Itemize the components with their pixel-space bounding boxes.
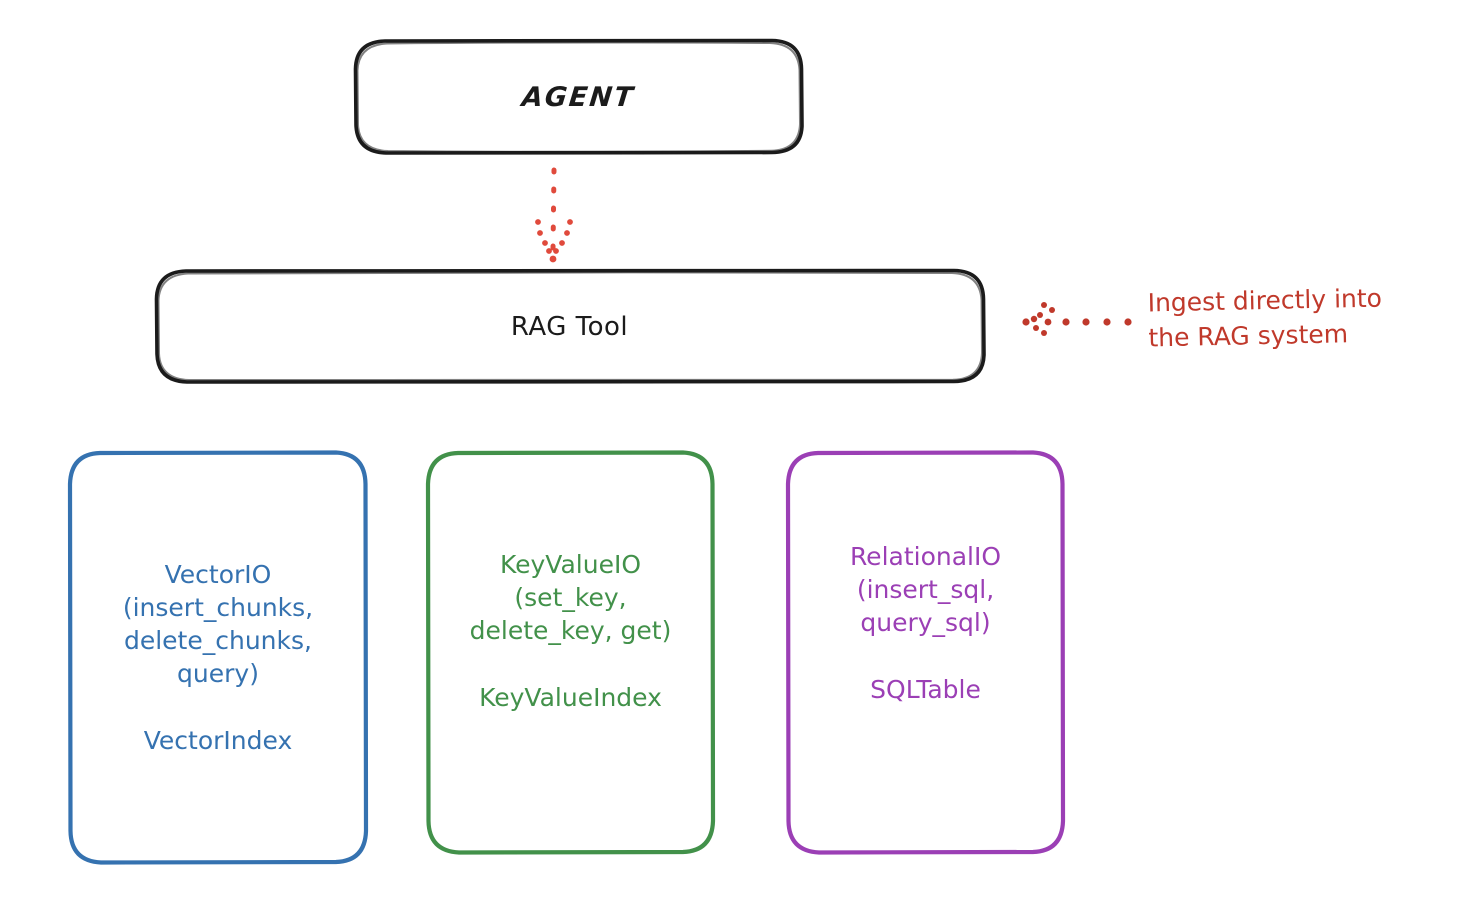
vector-io-signature: VectorIO (insert_chunks, delete_chunks, … [122, 560, 314, 688]
relational-io-index: SQLTable [870, 675, 981, 704]
key-value-io-box-outline [425, 450, 716, 855]
rag-tool-box-outline [154, 268, 986, 384]
agent-to-rag-connector [535, 167, 573, 263]
key-value-io-index: KeyValueIndex [479, 683, 662, 712]
node-agent[interactable]: AGENT [355, 40, 802, 154]
node-key-value-io[interactable]: KeyValueIO (set_key, delete_key, get) Ke… [428, 452, 713, 853]
agent-label: AGENT [520, 81, 637, 113]
relational-io-box-outline [785, 450, 1066, 855]
agent-box-outline [353, 38, 804, 155]
ingest-annotation-text: Ingest directly into the RAG system [1147, 283, 1383, 352]
node-rag-tool[interactable]: RAG Tool [155, 270, 984, 383]
ingest-pointer-connector [1022, 302, 1132, 336]
key-value-io-signature: KeyValueIO (set_key, delete_key, get) [469, 550, 672, 645]
vector-io-box-outline [67, 450, 369, 865]
node-relational-io[interactable]: RelationalIO (insert_sql, query_sql) SQL… [788, 452, 1063, 853]
vector-io-index: VectorIndex [143, 726, 293, 755]
node-vector-io[interactable]: VectorIO (insert_chunks, delete_chunks, … [70, 452, 366, 863]
relational-io-signature: RelationalIO (insert_sql, query_sql) [849, 542, 1002, 637]
rag-tool-label: RAG Tool [510, 311, 629, 342]
